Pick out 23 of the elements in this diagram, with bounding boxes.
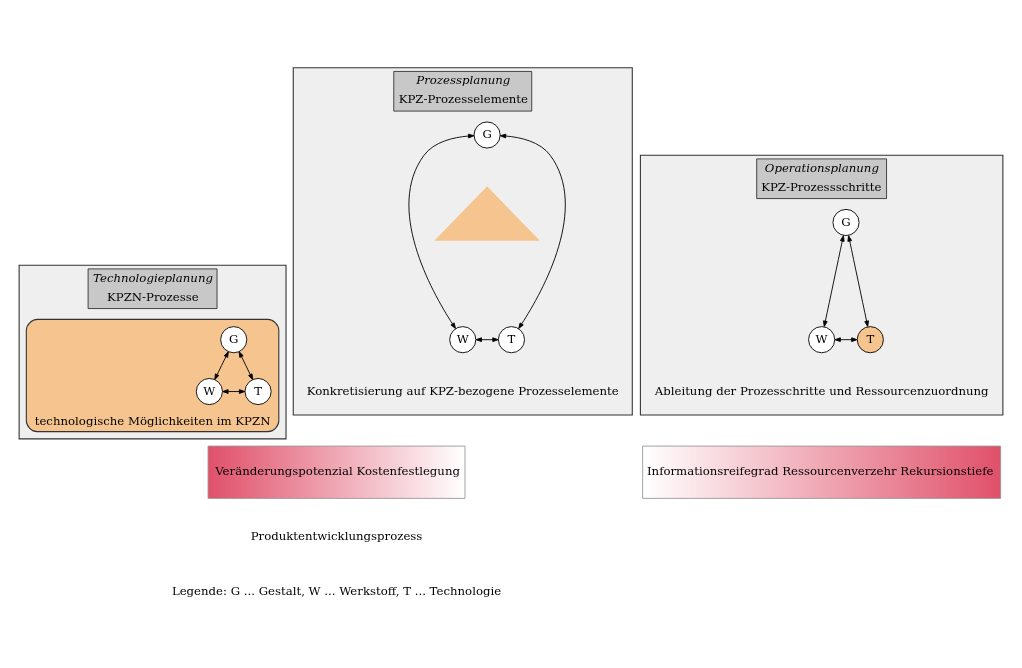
arrow	[214, 350, 229, 380]
arrow	[823, 234, 845, 327]
node-circle: G	[473, 120, 501, 148]
node-circle: T	[497, 325, 525, 353]
node-circle: T	[244, 377, 272, 405]
arrow	[408, 133, 475, 329]
node-circle: G	[832, 208, 860, 236]
node-circle: G	[220, 325, 248, 353]
node-circle: W	[449, 325, 477, 353]
node-circle: T	[856, 325, 884, 353]
arrow	[238, 350, 254, 380]
node-circle: W	[808, 325, 836, 353]
arrow	[475, 336, 499, 342]
node-triangle	[434, 185, 540, 241]
arrow	[499, 133, 566, 329]
arrow	[834, 336, 858, 342]
node-box: Informationsreifegrad Ressourcenverzehr Rekursionstiefe	[642, 445, 1002, 499]
node-circle: W	[195, 377, 223, 405]
arrow	[222, 388, 246, 394]
label: Legende: G ... Gestalt, W ... Werkstoff, T ... Technologie	[171, 583, 502, 598]
label: Produktentwicklungsprozess	[250, 528, 423, 543]
node-box: Veränderungspotenzial Kostenfestlegung	[207, 445, 466, 499]
arrow	[847, 234, 869, 327]
